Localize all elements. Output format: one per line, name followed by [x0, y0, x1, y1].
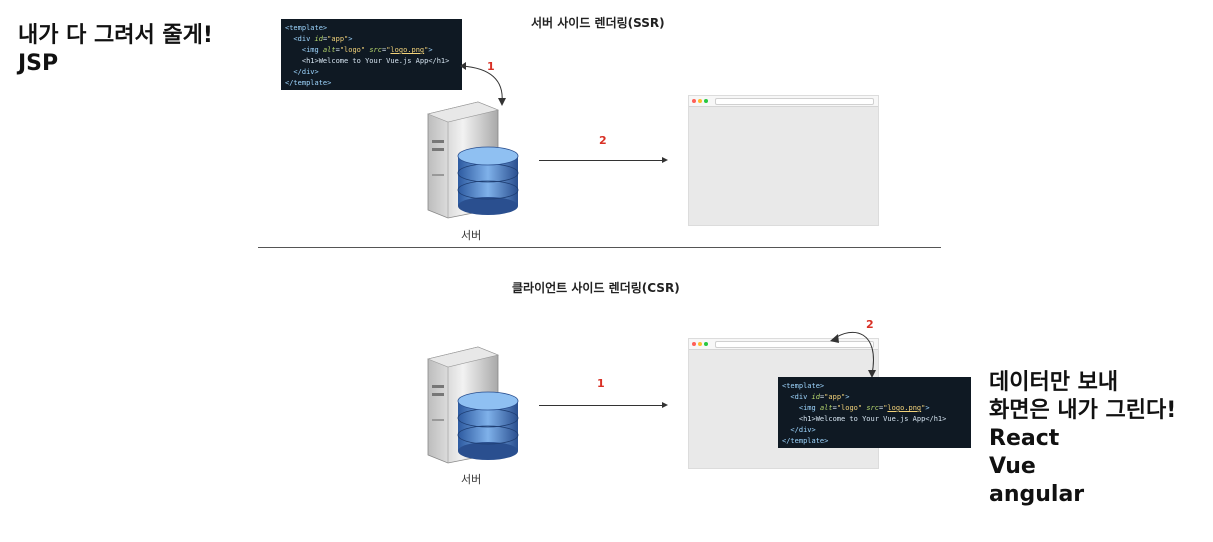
ssr-server-label: 서버	[461, 229, 482, 242]
code-line-5: </div>	[782, 426, 816, 434]
code-line-5: </div>	[285, 68, 319, 76]
code-line-2: <div	[782, 393, 812, 401]
ssr-server-icon	[427, 101, 519, 219]
address-bar	[715, 98, 874, 105]
maximize-dot-icon	[704, 99, 708, 103]
code-attr: src	[866, 404, 879, 412]
code-eq: =	[322, 35, 328, 43]
code-tag-end: >	[845, 393, 850, 401]
code-attr: alt	[819, 404, 833, 412]
code-eq: =	[832, 404, 837, 412]
code-line-3: <img	[285, 46, 323, 54]
ssr-note: 내가 다 그려서 줄게! JSP	[18, 22, 213, 78]
code-tag-end: >	[925, 404, 930, 412]
code-tag-end: >	[348, 35, 353, 43]
code-tag-end: >	[428, 46, 433, 54]
code-line-2: <div	[285, 35, 315, 43]
csr-arrow-line	[539, 405, 663, 406]
code-line-1: <template>	[782, 382, 825, 390]
ssr-step-1: 1	[487, 60, 495, 73]
code-str: "app"	[327, 35, 349, 43]
code-str: "logo"	[339, 46, 366, 54]
ssr-browser-window	[688, 95, 879, 226]
ssr-arrow-line	[539, 160, 663, 161]
code-attr: alt	[322, 46, 336, 54]
close-dot-icon	[692, 99, 696, 103]
code-str: "logo"	[836, 404, 863, 412]
address-bar	[715, 341, 874, 348]
code-line-4: <h1>Welcome to Your Vue.js App</h1>	[782, 415, 947, 423]
csr-curved-arrow	[830, 331, 876, 378]
csr-step-1: 1	[597, 377, 605, 390]
code-str: "	[386, 46, 391, 54]
code-line-3: <img	[782, 404, 820, 412]
ssr-code-panel: <template> <div id="app"> <img alt="logo…	[281, 19, 462, 90]
code-attr: id	[811, 393, 820, 401]
minimize-dot-icon	[698, 342, 702, 346]
code-eq: =	[335, 46, 340, 54]
code-eq: =	[381, 46, 387, 54]
browser-toolbar	[689, 96, 878, 107]
ssr-title: 서버 사이드 렌더링(SSR)	[531, 16, 665, 30]
ssr-arrow-head	[662, 157, 668, 163]
ssr-curved-arrow	[460, 62, 506, 106]
csr-code-panel: <template> <div id="app"> <img alt="logo…	[778, 377, 971, 448]
code-str: "	[921, 404, 926, 412]
maximize-dot-icon	[704, 342, 708, 346]
minimize-dot-icon	[698, 99, 702, 103]
csr-note: 데이터만 보내 화면은 내가 그린다! React Vue angular	[989, 369, 1176, 509]
csr-note-line4: Vue	[989, 454, 1036, 479]
code-line-6: </template>	[285, 79, 332, 87]
browser-toolbar	[689, 339, 878, 350]
code-str: "app"	[824, 393, 846, 401]
csr-note-line5: angular	[989, 482, 1085, 507]
code-eq: =	[819, 393, 825, 401]
close-dot-icon	[692, 342, 696, 346]
csr-note-line2: 화면은 내가 그린다!	[989, 398, 1177, 423]
ssr-note-line2: JSP	[18, 51, 59, 76]
section-divider	[258, 247, 941, 248]
code-link: logo.png	[887, 404, 922, 412]
csr-arrow-head	[662, 402, 668, 408]
csr-note-line3: React	[989, 426, 1060, 451]
csr-step-2: 2	[866, 318, 874, 331]
csr-title: 클라이언트 사이드 렌더링(CSR)	[512, 281, 680, 295]
code-attr: id	[314, 35, 323, 43]
code-str: "	[883, 404, 888, 412]
csr-server-icon	[427, 346, 519, 464]
ssr-note-line1: 내가 다 그려서 줄게!	[18, 23, 213, 48]
code-line-6: </template>	[782, 437, 829, 445]
code-link: logo.png	[390, 46, 425, 54]
code-line-1: <template>	[285, 24, 328, 32]
ssr-step-2: 2	[599, 134, 607, 147]
code-attr: src	[369, 46, 382, 54]
csr-note-line1: 데이터만 보내	[989, 370, 1119, 395]
csr-server-label: 서버	[461, 473, 482, 486]
code-eq: =	[878, 404, 884, 412]
code-line-4: <h1>Welcome to Your Vue.js App</h1>	[285, 57, 450, 65]
code-str: "	[424, 46, 429, 54]
